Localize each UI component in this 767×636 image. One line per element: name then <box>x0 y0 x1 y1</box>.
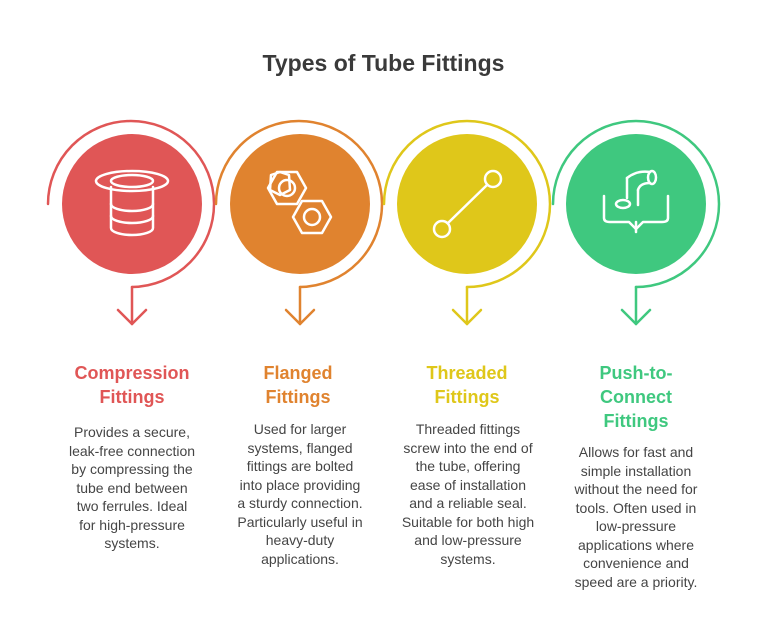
pipe-elbow-icon <box>602 169 670 234</box>
push-description: Allows for fast and simple installation … <box>574 444 698 590</box>
compression-ring-arc <box>46 119 216 289</box>
threaded-arrow-head <box>451 308 483 326</box>
push-ring-arc <box>551 119 721 289</box>
push-arrow-head <box>620 308 652 326</box>
flanged-heading: Flanged Fittings <box>263 363 333 407</box>
flanged-arrow-head <box>284 308 316 326</box>
flanged-description: Used for larger systems, flanged fitting… <box>237 421 363 567</box>
push-circle <box>566 134 706 274</box>
compression-circle <box>62 134 202 274</box>
push-heading: Push-to- Connect Fittings <box>599 363 673 431</box>
hex-nuts-icon <box>266 170 333 235</box>
compression-fitting-icon <box>94 169 170 237</box>
compression-step <box>46 119 216 326</box>
connected-link-icon <box>432 169 503 239</box>
threaded-heading: Threaded Fittings <box>426 363 508 407</box>
compression-arrow-head <box>116 308 148 326</box>
push-step <box>551 119 721 326</box>
threaded-ring-arc <box>382 119 552 289</box>
compression-heading: Compression Fittings <box>74 363 190 407</box>
flanged-step <box>214 119 384 326</box>
flanged-ring-arc <box>214 119 384 289</box>
compression-description: Provides a secure, leak-free connection … <box>68 424 196 551</box>
threaded-step <box>382 119 552 326</box>
threaded-description: Threaded fittings screw into the end of … <box>401 421 535 567</box>
page-title: Types of Tube Fittings <box>262 50 505 76</box>
